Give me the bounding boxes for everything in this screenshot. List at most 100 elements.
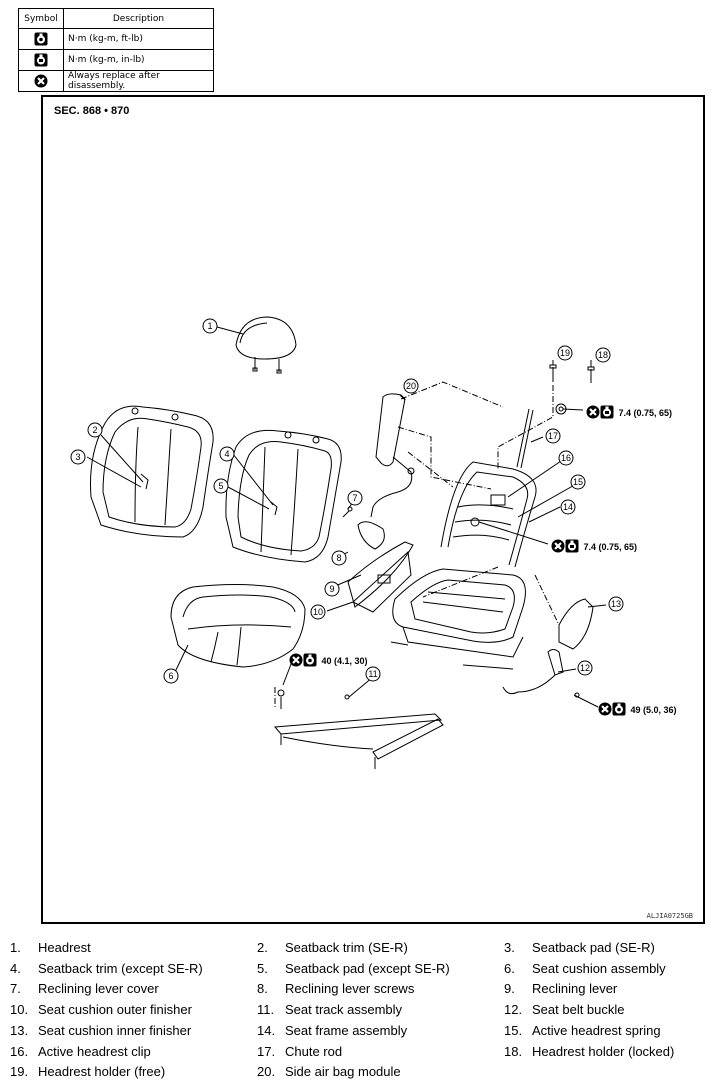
callout-number: 11	[368, 669, 377, 679]
figure-code: ALJIA0725GB	[646, 912, 693, 920]
callout-2: 2	[87, 422, 103, 438]
legend-row: N·m (kg-m, ft-lb)	[18, 28, 214, 50]
callout-13: 13	[608, 596, 624, 612]
part-number: 20.	[257, 1064, 276, 1080]
part-label: Seat frame assembly	[285, 1022, 408, 1038]
callout-18: 18	[595, 347, 611, 363]
part-number: 1.	[10, 940, 21, 955]
part-number: 18.	[504, 1043, 523, 1059]
part-number: 16.	[10, 1043, 29, 1059]
callout-11: 11	[365, 666, 381, 682]
part-label: Chute rod	[285, 1043, 343, 1059]
callout-number: 18	[598, 350, 608, 360]
callout-5: 5	[213, 478, 229, 494]
legend-description: N·m (kg-m, ft-lb)	[63, 28, 214, 50]
callout-number: 9	[329, 584, 334, 594]
part-number: 11.	[257, 1002, 275, 1018]
torque-inlb-icon	[565, 539, 579, 553]
legend-description: N·m (kg-m, in-lb)	[63, 49, 214, 71]
part-number: 4.	[10, 960, 21, 976]
always-replace-icon	[34, 74, 48, 88]
part-number: 7.	[10, 981, 21, 997]
callout-12: 12	[577, 660, 593, 676]
seatback-trim-ser-part	[90, 405, 214, 538]
part-number: 5.	[257, 960, 268, 976]
torque-value: 7.4 (0.75, 65)	[618, 408, 672, 418]
callout-number: 15	[573, 477, 583, 487]
part-number: 12.	[504, 1002, 523, 1018]
callout-number: 1	[207, 321, 212, 331]
side-airbag-part	[370, 393, 415, 518]
callout-14: 14	[560, 499, 576, 515]
legend-header-description: Description	[63, 8, 214, 29]
torque-spec-track: 40 (4.1, 30)	[289, 651, 367, 669]
callout-number: 5	[218, 481, 223, 491]
part-label: Headrest holder (free)	[38, 1064, 166, 1080]
part-label: Side air bag module	[285, 1064, 401, 1080]
part-label: Active headrest spring	[532, 1022, 661, 1038]
callout-17: 17	[545, 428, 561, 444]
legend-header-symbol: Symbol	[18, 8, 64, 29]
callout-3: 3	[70, 449, 86, 465]
always-replace-icon	[551, 539, 565, 553]
part-number: 13.	[10, 1022, 29, 1038]
torque-inlb-icon	[34, 53, 48, 67]
part-label: Seat track assembly	[285, 1002, 403, 1018]
callout-number: 12	[580, 663, 590, 673]
seat-cushion-part	[170, 584, 306, 668]
callout-number: 10	[313, 607, 323, 617]
callout-number: 2	[92, 425, 97, 435]
callout-number: 3	[75, 452, 80, 462]
part-label: Headrest	[38, 940, 91, 955]
part-number: 8.	[257, 981, 268, 997]
callout-number: 4	[224, 449, 229, 459]
callout-19: 19	[557, 345, 573, 361]
torque-value: 7.4 (0.75, 65)	[583, 542, 637, 552]
torque-ftlb-icon	[34, 32, 48, 46]
exploded-view-figure: SEC. 868 • 870	[41, 95, 705, 924]
always-replace-icon	[586, 405, 600, 419]
symbol-legend-table: Symbol Description N·m (kg-m, ft-lb) N·m…	[18, 8, 214, 92]
reclining-lever-part	[342, 506, 414, 613]
seat-frame-part	[390, 461, 537, 670]
part-label: Seatback trim (except SE-R)	[38, 960, 203, 976]
callout-number: 14	[563, 502, 573, 512]
torque-spec-chute: 7.4 (0.75, 65)	[586, 403, 672, 421]
callout-1: 1	[202, 318, 218, 334]
torque-value: 49 (5.0, 36)	[630, 705, 677, 715]
callout-number: 13	[611, 599, 621, 609]
torque-inlb-icon	[600, 405, 614, 419]
part-label: Seat cushion inner finisher	[38, 1022, 192, 1038]
leader-lines	[274, 381, 560, 707]
seatback-trim-part	[225, 429, 342, 563]
part-number: 14.	[257, 1022, 276, 1038]
callout-20: 20	[403, 378, 419, 394]
callout-10: 10	[310, 604, 326, 620]
part-number: 2.	[257, 940, 268, 955]
section-number: SEC. 868 • 870	[54, 105, 130, 117]
callout-number: 17	[548, 431, 558, 441]
part-label: Seat cushion assembly	[532, 960, 666, 976]
headrest-holders-part	[516, 364, 595, 469]
callout-number: 7	[352, 493, 357, 503]
legend-header-row: Symbol Description	[18, 8, 214, 29]
legend-row: Always replace after disassembly.	[18, 70, 214, 92]
callout-number: 20	[406, 381, 416, 391]
torque-spec-buckle: 49 (5.0, 36)	[598, 700, 676, 718]
callout-15: 15	[570, 474, 586, 490]
callout-number: 6	[168, 671, 173, 681]
torque-ftlb-icon	[612, 702, 626, 716]
always-replace-icon	[289, 653, 303, 667]
part-label: Seatback trim (SE-R)	[285, 940, 408, 955]
part-number: 9.	[504, 981, 515, 997]
part-label: Active headrest clip	[38, 1043, 151, 1059]
part-label: Headrest holder (locked)	[532, 1043, 675, 1059]
part-number: 19.	[10, 1064, 29, 1080]
torque-value: 40 (4.1, 30)	[321, 656, 368, 666]
part-label: Seatback pad (SE-R)	[532, 940, 655, 955]
part-label: Reclining lever	[532, 981, 618, 997]
part-label: Reclining lever cover	[38, 981, 159, 997]
part-label: Seat belt buckle	[532, 1002, 625, 1018]
part-label: Seat cushion outer finisher	[38, 1002, 192, 1018]
